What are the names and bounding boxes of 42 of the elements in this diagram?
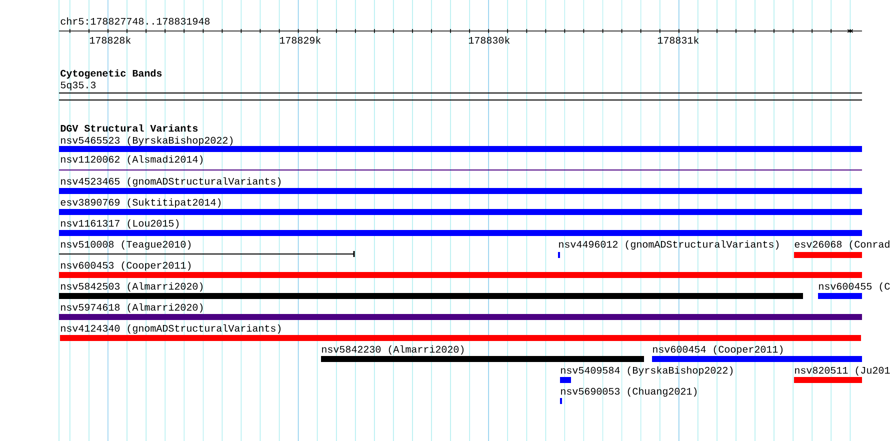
node-label: nsv5409584 (ByrskaBishop2022) bbox=[561, 366, 733, 376]
variant-feature: nsv5974618 (Almarri2020) bbox=[59, 303, 862, 320]
variant-feature: nsv4523465 (gnomADStructuralVariants) bbox=[59, 177, 862, 194]
tick-label: 178831k bbox=[658, 36, 699, 44]
node-label: nsv5842503 (Almarri2020) bbox=[61, 282, 203, 292]
track-title: Cytogenetic Bands bbox=[60, 69, 162, 79]
node-label: nsv5842230 (Almarri2020) bbox=[322, 345, 464, 355]
node-label: nsv820511 (Ju201 bbox=[795, 366, 890, 376]
variant-feature: nsv600454 (Cooper2011) bbox=[652, 345, 862, 362]
tick-label: 178828k bbox=[90, 36, 131, 44]
band-label: 5q35.3 bbox=[60, 82, 96, 90]
variant-feature: nsv4496012 (gnomADStructuralVariants) bbox=[558, 240, 779, 258]
node-label: nsv5465523 (ByrskaBishop2022) bbox=[61, 136, 233, 146]
node-label: nsv5690053 (Chuang2021) bbox=[561, 387, 697, 397]
variant-feature: nsv1161317 (Lou2015) bbox=[59, 219, 862, 236]
variant-feature: nsv5842503 (Almarri2020) bbox=[59, 282, 804, 299]
variant-feature: nsv600455 (C bbox=[818, 282, 890, 299]
variant-feature: nsv820511 (Ju201 bbox=[794, 366, 890, 383]
tick-label: 178830k bbox=[468, 36, 510, 44]
node-label: nsv4124340 (gnomADStructuralVariants) bbox=[61, 324, 281, 334]
variant-feature: nsv4124340 (gnomADStructuralVariants) bbox=[60, 324, 862, 341]
variant-feature: nsv1120062 (Alsmadi2014) bbox=[58, 155, 863, 170]
variant-feature: esv3890769 (Suktitipat2014) bbox=[59, 198, 862, 215]
variant-feature: nsv5690053 (Chuang2021) bbox=[560, 387, 697, 404]
node-label: esv3890769 (Suktitipat2014) bbox=[60, 198, 221, 208]
variant-feature: nsv5409584 (ByrskaBishop2022) bbox=[560, 366, 733, 383]
variant-feature: nsv5842230 (Almarri2020) bbox=[321, 345, 644, 362]
node-label: nsv4523465 (gnomADStructuralVariants) bbox=[61, 177, 281, 187]
variant-feature: nsv5465523 (ByrskaBishop2022) bbox=[59, 136, 862, 152]
node-label: nsv1161317 (Lou2015) bbox=[61, 219, 179, 229]
node-label: nsv4496012 (gnomADStructuralVariants) bbox=[559, 240, 779, 250]
variant-feature: nsv600453 (Cooper2011) bbox=[59, 261, 862, 278]
variant-feature: esv26068 (Conrad bbox=[794, 240, 890, 258]
tick-label: 178829k bbox=[280, 36, 321, 44]
node-label: esv26068 (Conrad bbox=[794, 240, 890, 250]
node-label: nsv5974618 (Almarri2020) bbox=[61, 303, 203, 313]
node-label: nsv600453 (Cooper2011) bbox=[61, 261, 191, 271]
node-label: nsv600455 (C bbox=[819, 282, 890, 292]
coordinate-label: chr5:178827748..178831948 bbox=[60, 17, 210, 25]
variant-feature: nsv510008 (Teague2010) bbox=[58, 240, 355, 257]
track-title: DGV Structural Variants bbox=[60, 124, 198, 132]
node-label: nsv600454 (Cooper2011) bbox=[653, 345, 783, 355]
